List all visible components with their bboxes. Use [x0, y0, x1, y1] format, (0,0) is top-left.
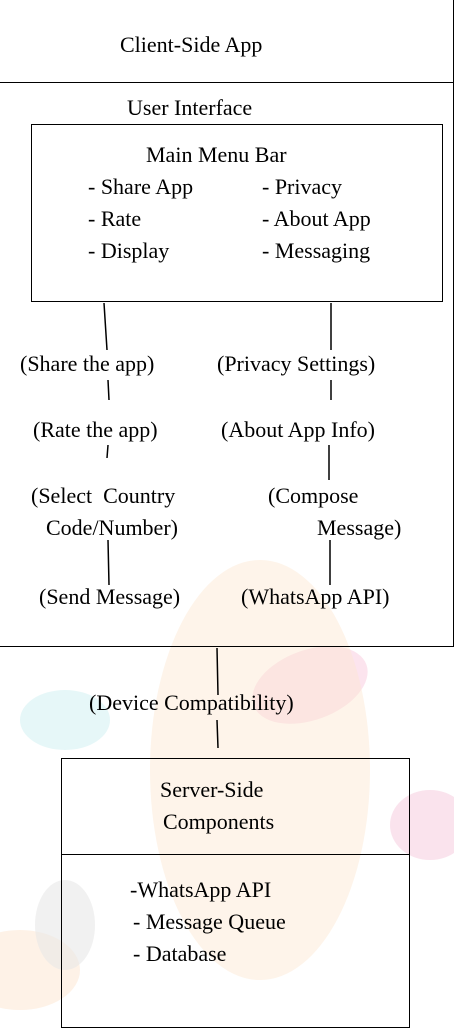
flow-privacy-settings: (Privacy Settings) [217, 351, 376, 376]
main-menu-bar-title: Main Menu Bar [146, 142, 287, 167]
watermark-blob [35, 880, 95, 970]
menu-item-share-app: - Share App [88, 174, 194, 199]
watermark-blob [20, 690, 110, 750]
client-side-title: Client-Side App [120, 32, 263, 57]
flow-share-the-app: (Share the app) [20, 351, 155, 376]
menu-item-rate: - Rate [88, 206, 142, 231]
server-item-message-queue: - Message Queue [133, 909, 286, 934]
flow-about-app-info: (About App Info) [221, 417, 375, 442]
watermark-blob [390, 790, 454, 860]
flow-compose-line1: (Compose [268, 483, 359, 508]
main-menu-bar-box [31, 124, 443, 302]
menu-item-messaging: - Messaging [262, 238, 371, 263]
server-item-whatsapp-api: -WhatsApp API [130, 877, 272, 902]
server-title-divider [61, 854, 410, 855]
user-interface-label: User Interface [127, 95, 253, 120]
flow-whatsapp-api: (WhatsApp API) [241, 584, 390, 609]
server-title-line2: Components [163, 809, 275, 834]
menu-item-display: - Display [88, 238, 170, 263]
flow-select-country-line1: (Select Country [31, 483, 176, 508]
server-title-line1: Server-Side [160, 777, 264, 802]
flow-send-message: (Send Message) [39, 584, 181, 609]
device-compatibility-label: (Device Compatibility) [89, 690, 294, 715]
watermark-blob [150, 560, 370, 980]
flow-select-country-line2: Code/Number) [46, 515, 178, 540]
menu-item-about-app: - About App [262, 206, 371, 231]
menu-item-privacy: - Privacy [262, 174, 343, 199]
flow-compose-line2: Message) [317, 515, 402, 540]
client-title-divider [0, 82, 454, 83]
flow-rate-the-app: (Rate the app) [33, 417, 158, 442]
server-item-database: - Database [133, 941, 227, 966]
